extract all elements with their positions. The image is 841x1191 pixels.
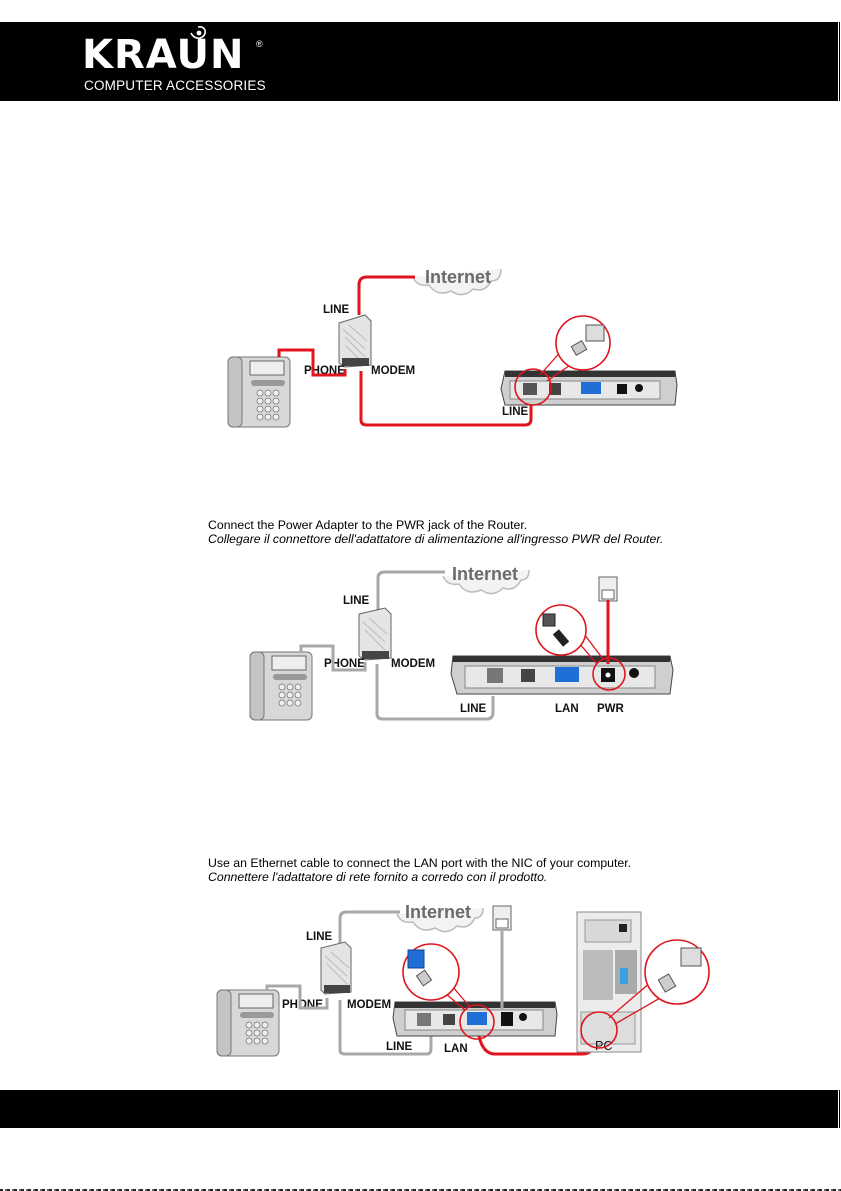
router-icon: [392, 1001, 558, 1037]
lan-port-label: LAN: [444, 1043, 468, 1055]
cable-splitter-router: [375, 664, 495, 721]
caption-italian: Collegare il connettore dell'adattatore …: [208, 532, 664, 546]
caption-italian: Connettere l'adattatore di rete fornito …: [208, 870, 548, 884]
rj11-plug-icon: [570, 324, 605, 357]
footer-band: [0, 1090, 838, 1128]
power-outlet-icon: [492, 905, 512, 931]
header-band: [0, 22, 838, 101]
splitter-icon: [338, 314, 372, 368]
router-icon: [450, 655, 674, 695]
internet-label: Internet: [452, 564, 518, 584]
internet-cloud-icon: [412, 268, 502, 296]
power-outlet-icon: [598, 576, 618, 602]
pwr-jack-highlight-circle: [592, 657, 626, 691]
lan-port-label: LAN: [555, 703, 579, 715]
pc-label: PC: [595, 1039, 612, 1053]
cable-phone-splitter: [265, 984, 329, 1010]
caption-english: Connect the Power Adapter to the PWR jac…: [208, 518, 528, 532]
splitter-line-label: LINE: [343, 595, 370, 607]
header-edge: [839, 22, 840, 101]
telephone-icon: [216, 989, 280, 1057]
pwr-jack-zoom-circle: [535, 604, 587, 656]
brand-name: KRAUN: [82, 32, 245, 78]
modem-port-label: MODEM: [391, 658, 435, 670]
phone-port-label: PHONE: [324, 658, 365, 670]
page-bottom-rule: [0, 1189, 841, 1191]
router-line-label: LINE: [386, 1041, 413, 1053]
lan-port-highlight-circle: [459, 1004, 495, 1040]
step-caption-power: Connect the Power Adapter to the PWR jac…: [208, 518, 663, 546]
cable-splitter-router: [338, 1000, 433, 1056]
router-line-label: LINE: [460, 703, 487, 715]
splitter-icon: [358, 607, 392, 661]
power-plug-icon: [542, 613, 570, 647]
pwr-port-label: PWR: [597, 703, 625, 715]
router-icon: [500, 370, 678, 406]
brand-logo: KRAUN ® COMPUTER ACCESSORIES: [80, 25, 280, 97]
splitter-line-label: LINE: [323, 304, 350, 316]
internet-label: Internet: [405, 902, 471, 922]
diagram-ethernet-connection: Internet LINE PHONE MODEM: [205, 890, 715, 1060]
footer-edge: [839, 1090, 840, 1128]
telephone-icon: [249, 651, 313, 721]
router-line-label: LINE: [502, 406, 529, 418]
splitter-line-label: LINE: [306, 931, 333, 943]
logo-swirl-icon: [190, 26, 206, 39]
telephone-icon: [227, 356, 291, 428]
pc-tower-icon: [576, 911, 642, 1053]
ethernet-plug-icon: [407, 949, 433, 987]
cable-splitter-router: [359, 371, 533, 427]
internet-cloud-icon: [442, 569, 530, 595]
cable-splitter-internet: [357, 275, 415, 315]
cable-phone-splitter: [277, 348, 347, 377]
diagram-power-connection: Internet LINE PHONE MODEM: [205, 552, 715, 727]
internet-cloud-icon: [396, 907, 484, 933]
splitter-icon: [320, 941, 352, 995]
diagram-dsl-line-connection: Internet LINE PHONE MODEM: [205, 225, 715, 435]
cable-splitter-internet: [376, 570, 445, 612]
modem-port-label: MODEM: [371, 365, 415, 377]
registered-mark: ®: [256, 39, 263, 49]
modem-port-label: MODEM: [347, 999, 391, 1011]
cable-splitter-internet: [338, 910, 400, 944]
caption-english: Use an Ethernet cable to connect the LAN…: [208, 856, 632, 870]
pc-nic-highlight-circle: [580, 1011, 618, 1049]
brand-tagline: COMPUTER ACCESSORIES: [84, 78, 266, 93]
line-port-highlight-circle: [514, 368, 552, 406]
cable-phone-splitter: [299, 644, 367, 672]
step-caption-ethernet: Use an Ethernet cable to connect the LAN…: [208, 856, 631, 884]
nic-port-icon: [657, 947, 702, 993]
internet-label: Internet: [425, 267, 491, 287]
